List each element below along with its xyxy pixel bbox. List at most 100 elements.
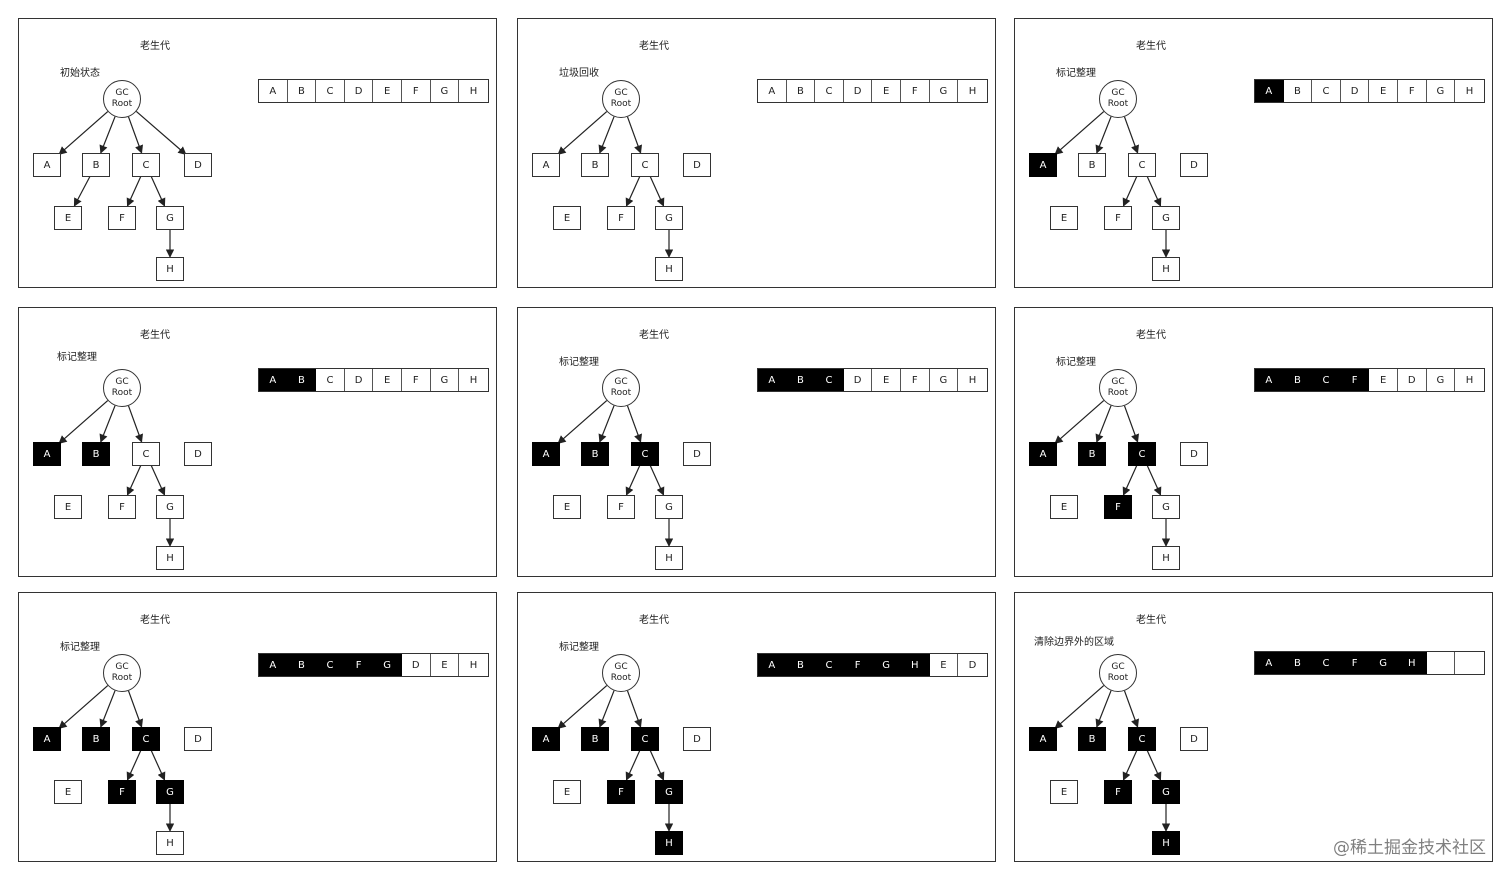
object-node-F: F	[607, 495, 635, 519]
object-node-C: C	[631, 153, 659, 177]
edge-root-B	[1095, 405, 1112, 443]
object-node-E: E	[553, 206, 581, 230]
gc-root-label: GC	[614, 377, 628, 387]
object-node-D: D	[683, 442, 711, 466]
object-node-A: A	[33, 442, 61, 466]
edge-root-C	[1123, 690, 1139, 728]
object-node-B: B	[82, 442, 110, 466]
memory-cell: G	[872, 654, 901, 676]
object-node-H: H	[1152, 831, 1180, 855]
old-generation-title: 老生代	[1136, 330, 1166, 341]
reference-edges	[557, 400, 674, 547]
edge-C-F	[625, 464, 641, 496]
object-node-H: H	[1152, 257, 1180, 281]
object-node-A: A	[1029, 727, 1057, 751]
old-generation-title: 老生代	[639, 41, 669, 52]
memory-cell: D	[843, 369, 873, 391]
memory-cell: B	[1283, 652, 1313, 674]
edge-root-B	[99, 690, 116, 728]
memory-cell: B	[786, 80, 816, 102]
object-node-F: F	[1104, 780, 1132, 804]
step-label: 垃圾回收	[559, 68, 599, 79]
object-node-H: H	[655, 831, 683, 855]
edge-C-F	[126, 175, 142, 207]
edge-C-F	[1122, 464, 1138, 496]
memory-cell: C	[815, 80, 844, 102]
object-node-E: E	[54, 206, 82, 230]
object-node-A: A	[1029, 442, 1057, 466]
edge-root-B	[598, 405, 615, 443]
memory-cell: B	[786, 654, 816, 676]
object-node-H: H	[156, 546, 184, 570]
object-node-G: G	[156, 780, 184, 804]
gc-root-label: Root	[610, 99, 632, 109]
object-node-F: F	[108, 206, 136, 230]
object-node-F: F	[108, 780, 136, 804]
step-label: 标记整理	[559, 642, 599, 653]
gc-root-label: Root	[1107, 99, 1129, 109]
reference-edges	[557, 685, 674, 832]
memory-cell: D	[344, 369, 374, 391]
object-node-E: E	[1050, 495, 1078, 519]
object-node-G: G	[1152, 780, 1180, 804]
memory-cell: E	[872, 369, 901, 391]
edge-root-C	[626, 690, 642, 728]
memory-cell: G	[373, 654, 402, 676]
memory-cell: F	[843, 654, 873, 676]
object-node-B: B	[1078, 153, 1106, 177]
object-node-A: A	[532, 153, 560, 177]
memory-cell: D	[344, 80, 374, 102]
memory-cell: H	[900, 654, 930, 676]
memory-cell: F	[900, 80, 930, 102]
edge-root-B	[1095, 690, 1112, 728]
edge-root-C	[127, 116, 143, 154]
object-node-G: G	[1152, 206, 1180, 230]
step-label: 标记整理	[559, 357, 599, 368]
object-node-E: E	[553, 780, 581, 804]
gc-root-label: GC	[614, 662, 628, 672]
edge-root-B	[99, 405, 116, 443]
gc-root-label: GC	[614, 88, 628, 98]
memory-cell: A	[259, 80, 288, 102]
memory-cell: C	[316, 654, 345, 676]
memory-cell: A	[259, 369, 288, 391]
memory-cell: C	[316, 369, 345, 391]
gc-root-label: Root	[1107, 673, 1129, 683]
object-node-A: A	[1029, 153, 1057, 177]
object-node-G: G	[156, 495, 184, 519]
object-node-D: D	[683, 727, 711, 751]
gc-root-label: Root	[610, 673, 632, 683]
object-node-G: G	[655, 495, 683, 519]
object-node-F: F	[1104, 206, 1132, 230]
old-generation-title: 老生代	[140, 330, 170, 341]
gc-root-label: Root	[111, 99, 133, 109]
edge-root-D	[135, 111, 187, 156]
object-node-E: E	[1050, 206, 1078, 230]
memory-cell: D	[1397, 369, 1427, 391]
object-node-A: A	[33, 727, 61, 751]
edge-root-A	[1054, 685, 1105, 729]
object-node-G: G	[655, 206, 683, 230]
reference-edges	[58, 111, 187, 258]
step-label: 标记整理	[60, 642, 100, 653]
object-node-D: D	[1180, 442, 1208, 466]
old-generation-title: 老生代	[140, 615, 170, 626]
memory-cell: B	[287, 654, 317, 676]
memory-cell: A	[259, 654, 288, 676]
edge-root-C	[127, 690, 143, 728]
edge-C-G	[649, 464, 665, 496]
memory-cell: H	[459, 369, 488, 391]
memory-cell: F	[1340, 652, 1370, 674]
memory-cell: D	[1340, 80, 1370, 102]
object-node-C: C	[1128, 153, 1156, 177]
memory-cell: C	[815, 654, 844, 676]
edge-C-F	[126, 464, 142, 496]
gc-root-label: GC	[115, 662, 129, 672]
